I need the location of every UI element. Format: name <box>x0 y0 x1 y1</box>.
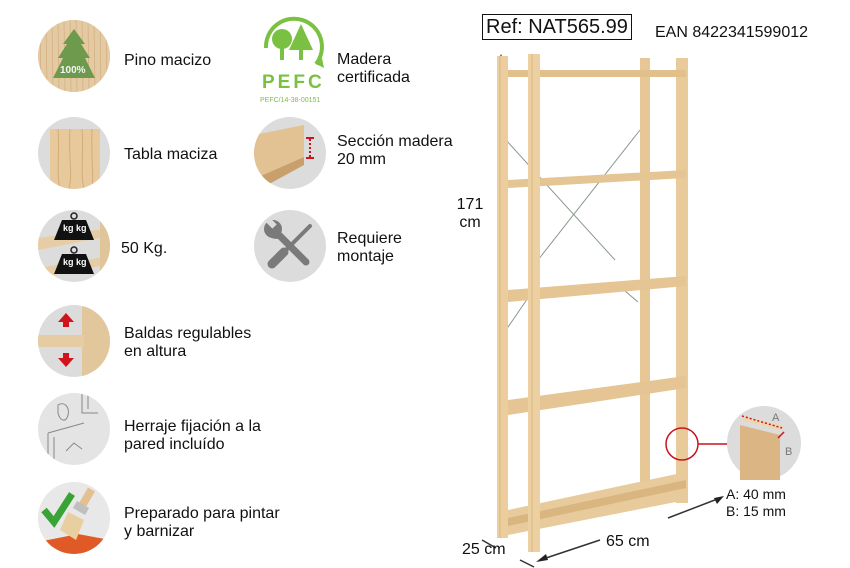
weight-unit-top: kg <box>63 223 74 233</box>
detail-dimensions: A: 40 mm B: 15 mm <box>726 486 786 519</box>
product-ean: EAN 8422341599012 <box>655 24 809 41</box>
pefc-logo-text: PEFC <box>262 72 325 93</box>
solid-board-icon <box>38 117 110 189</box>
width-dimension: 65 cm <box>606 533 650 550</box>
feature-label-baldas-regulables: Baldas regulables en altura <box>124 325 252 360</box>
pine-tree-100-icon: 100% <box>38 20 110 92</box>
feature-label-herraje: Herraje fijación a la pared incluído <box>124 418 261 453</box>
feature-label-madera-certificada: Madera certificada <box>337 51 410 86</box>
weight-kg-icon: kg kg kg kg <box>38 210 110 282</box>
detail-label-b: B <box>785 446 793 458</box>
tools-icon <box>254 210 326 282</box>
weight-unit-bottom: kg <box>63 257 74 267</box>
depth-dimension: 25 cm <box>462 541 506 558</box>
product-reference: Ref: NAT565.99 <box>482 14 632 40</box>
feature-label-pino-macizo: Pino macizo <box>124 52 212 69</box>
wall-fixing-icon <box>38 393 110 465</box>
height-dimension: 171 cm <box>456 196 484 231</box>
feature-label-seccion-madera: Sección madera 20 mm <box>337 133 453 168</box>
pefc-cert-code: PEFC/14-38-00151 <box>260 97 321 104</box>
pefc-logo-icon: PEFC PEFC/14-38-00151 <box>258 12 330 108</box>
detail-label-a: A <box>772 412 780 424</box>
weight-unit-bottom-2: kg <box>76 257 87 267</box>
feature-label-tabla-maciza: Tabla maciza <box>124 146 218 163</box>
feature-label-pintar-barnizar: Preparado para pintar y barnizar <box>124 505 280 540</box>
feature-label-capacidad: 50 Kg. <box>121 240 168 257</box>
shelf-illustration <box>481 54 801 568</box>
feature-label-requiere-montaje: Requiere montaje <box>337 230 402 265</box>
percentage-badge: 100% <box>60 65 86 76</box>
paint-brush-check-icon <box>38 482 110 554</box>
weight-unit-top-2: kg <box>76 223 87 233</box>
adjustable-shelf-icon <box>38 305 110 377</box>
wood-section-icon <box>254 117 326 189</box>
